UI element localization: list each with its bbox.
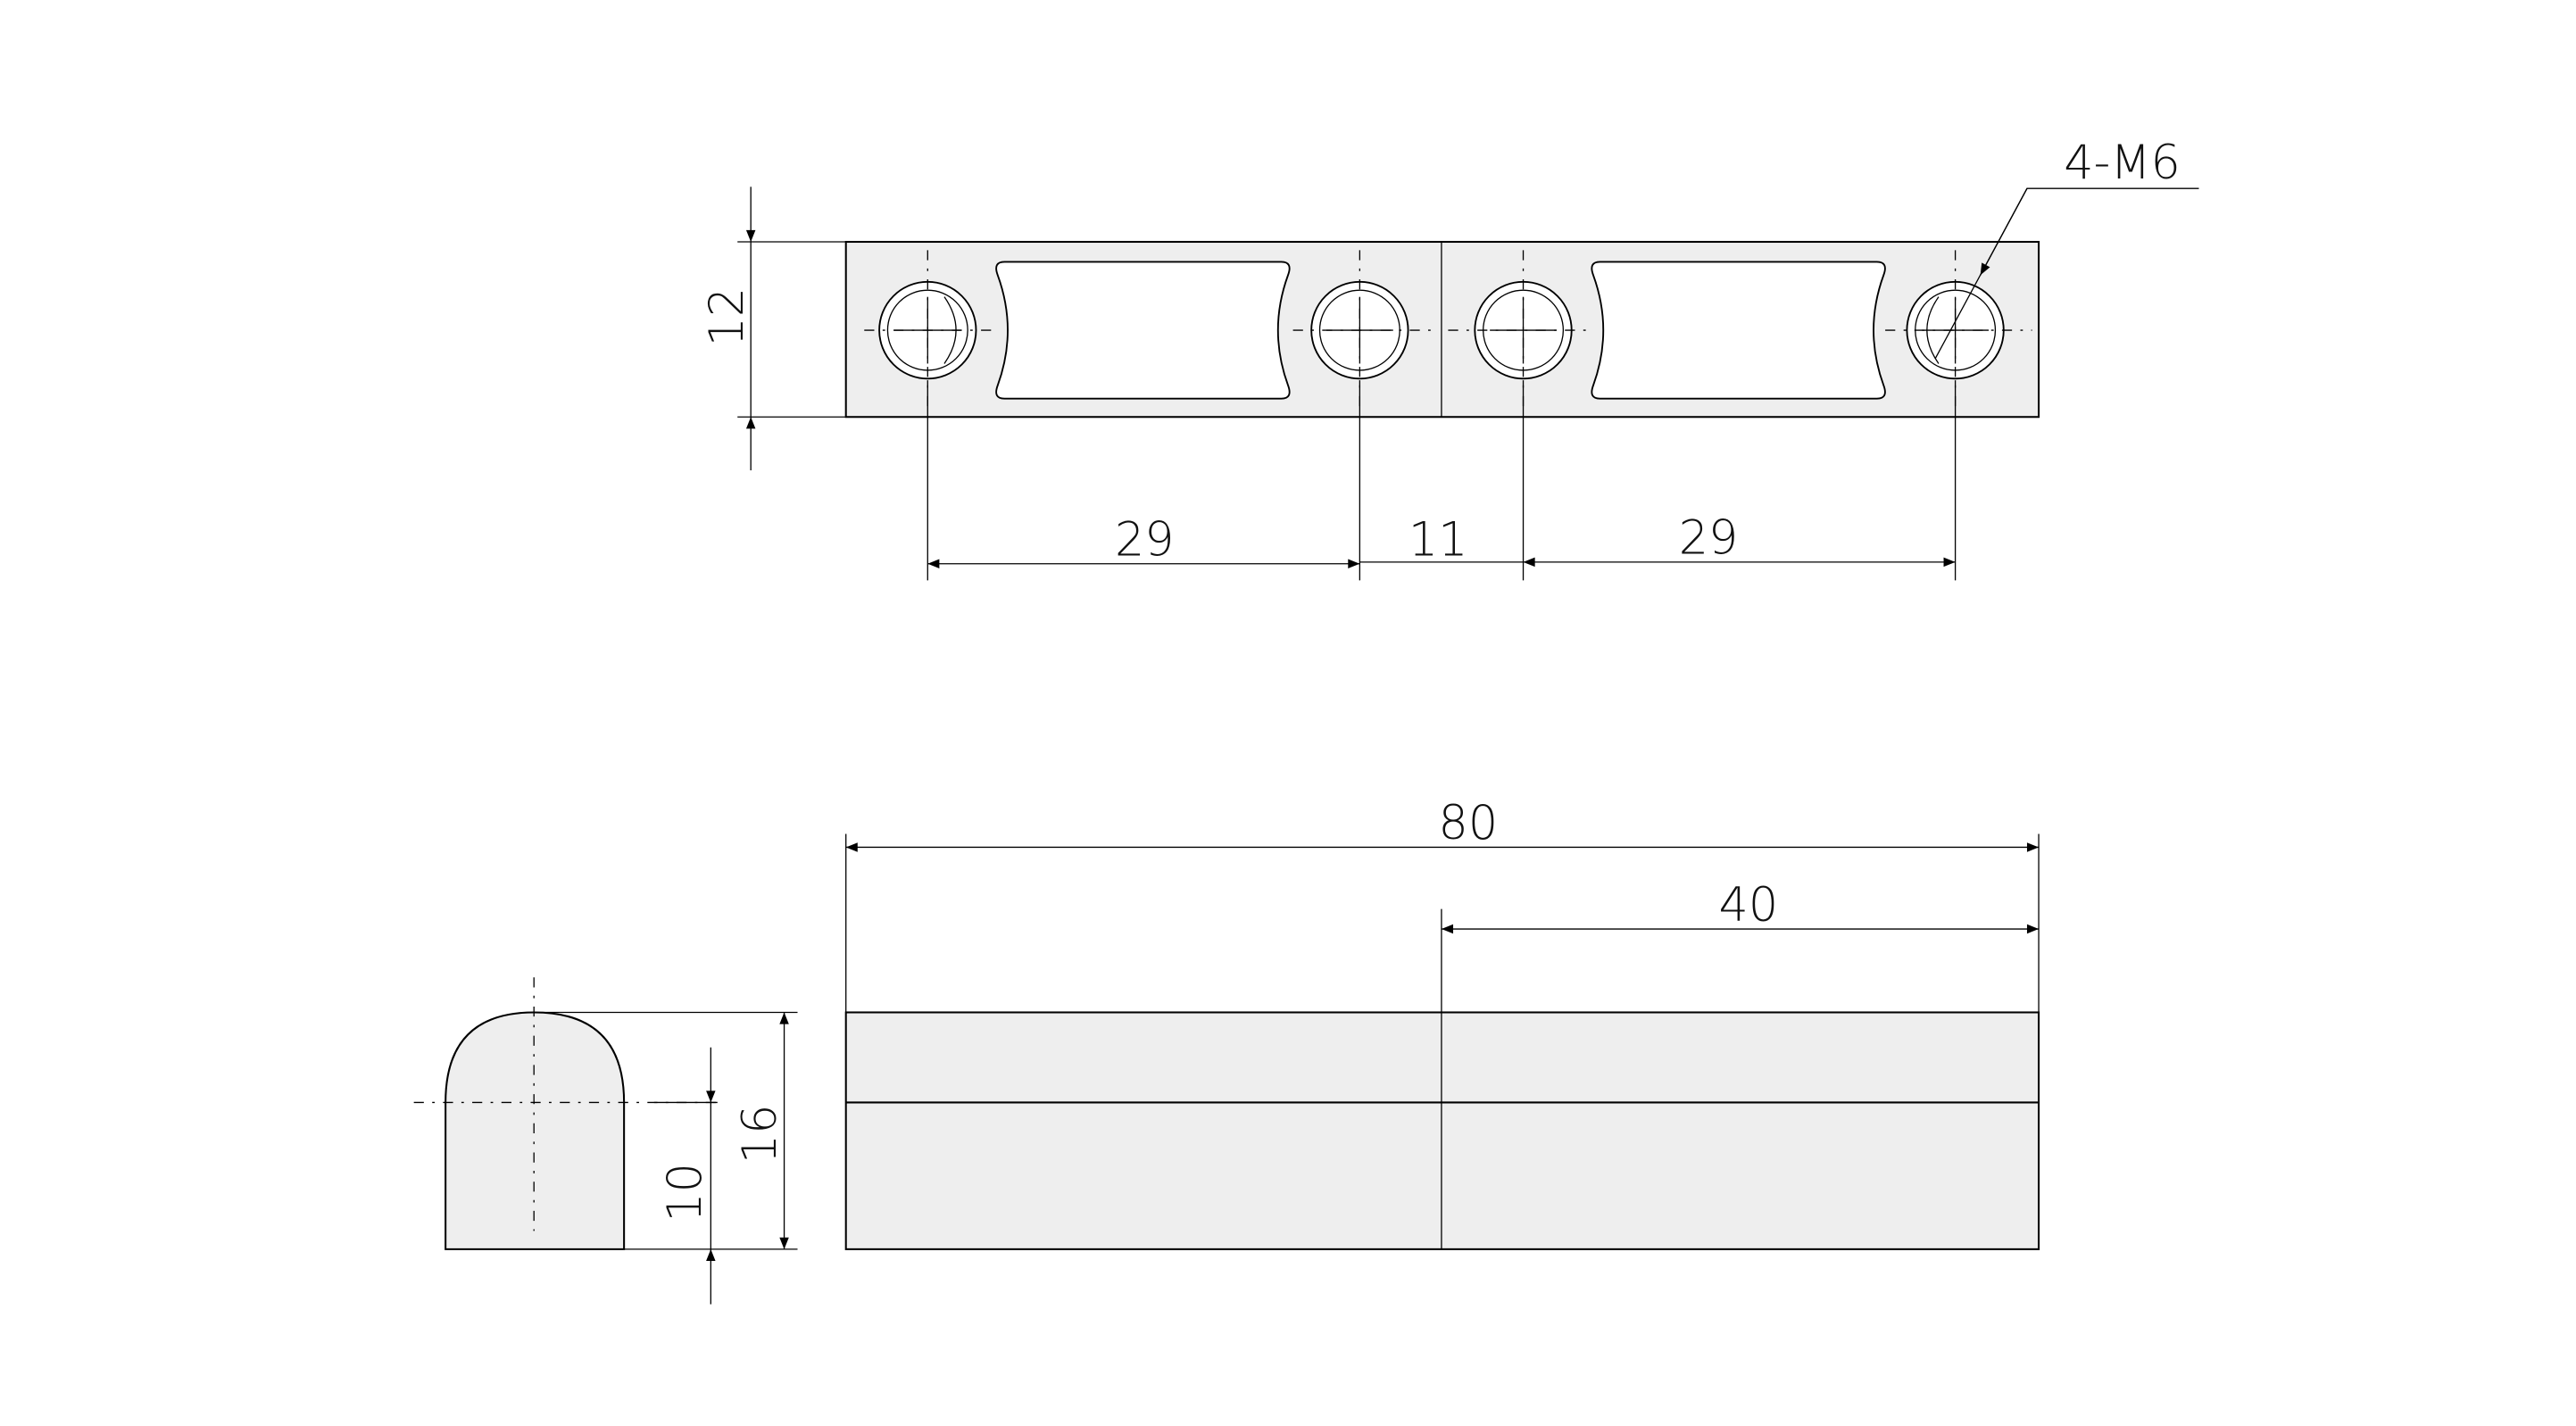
dim-overall-height-16: 16 — [733, 1105, 787, 1165]
dim-half-length-40: 40 — [1719, 878, 1779, 933]
slot-left — [995, 261, 1291, 400]
dim-center-height-10: 10 — [658, 1163, 712, 1223]
side-profile — [445, 1011, 626, 1250]
hole-1 — [864, 250, 998, 410]
top-view: 12 29 11 29 4-M6 — [700, 136, 2199, 581]
front-view: 80 40 — [844, 796, 2040, 1250]
dim-center-gap: 11 — [1408, 512, 1468, 567]
hole-callout-4-m6: 4-M6 — [2064, 136, 2181, 190]
front-outline — [844, 1011, 2040, 1250]
side-view: 16 10 — [413, 977, 798, 1305]
dim-hole-spacing-1: 29 — [1115, 512, 1175, 567]
slot-right — [1591, 261, 1886, 400]
dim-height-12: 12 — [700, 287, 754, 347]
dim-hole-spacing-2: 29 — [1679, 511, 1739, 566]
hole-2 — [1292, 250, 1435, 410]
dim-overall-length-80: 80 — [1439, 796, 1499, 850]
hole-4 — [1885, 250, 2032, 410]
hole-3 — [1448, 250, 1594, 410]
